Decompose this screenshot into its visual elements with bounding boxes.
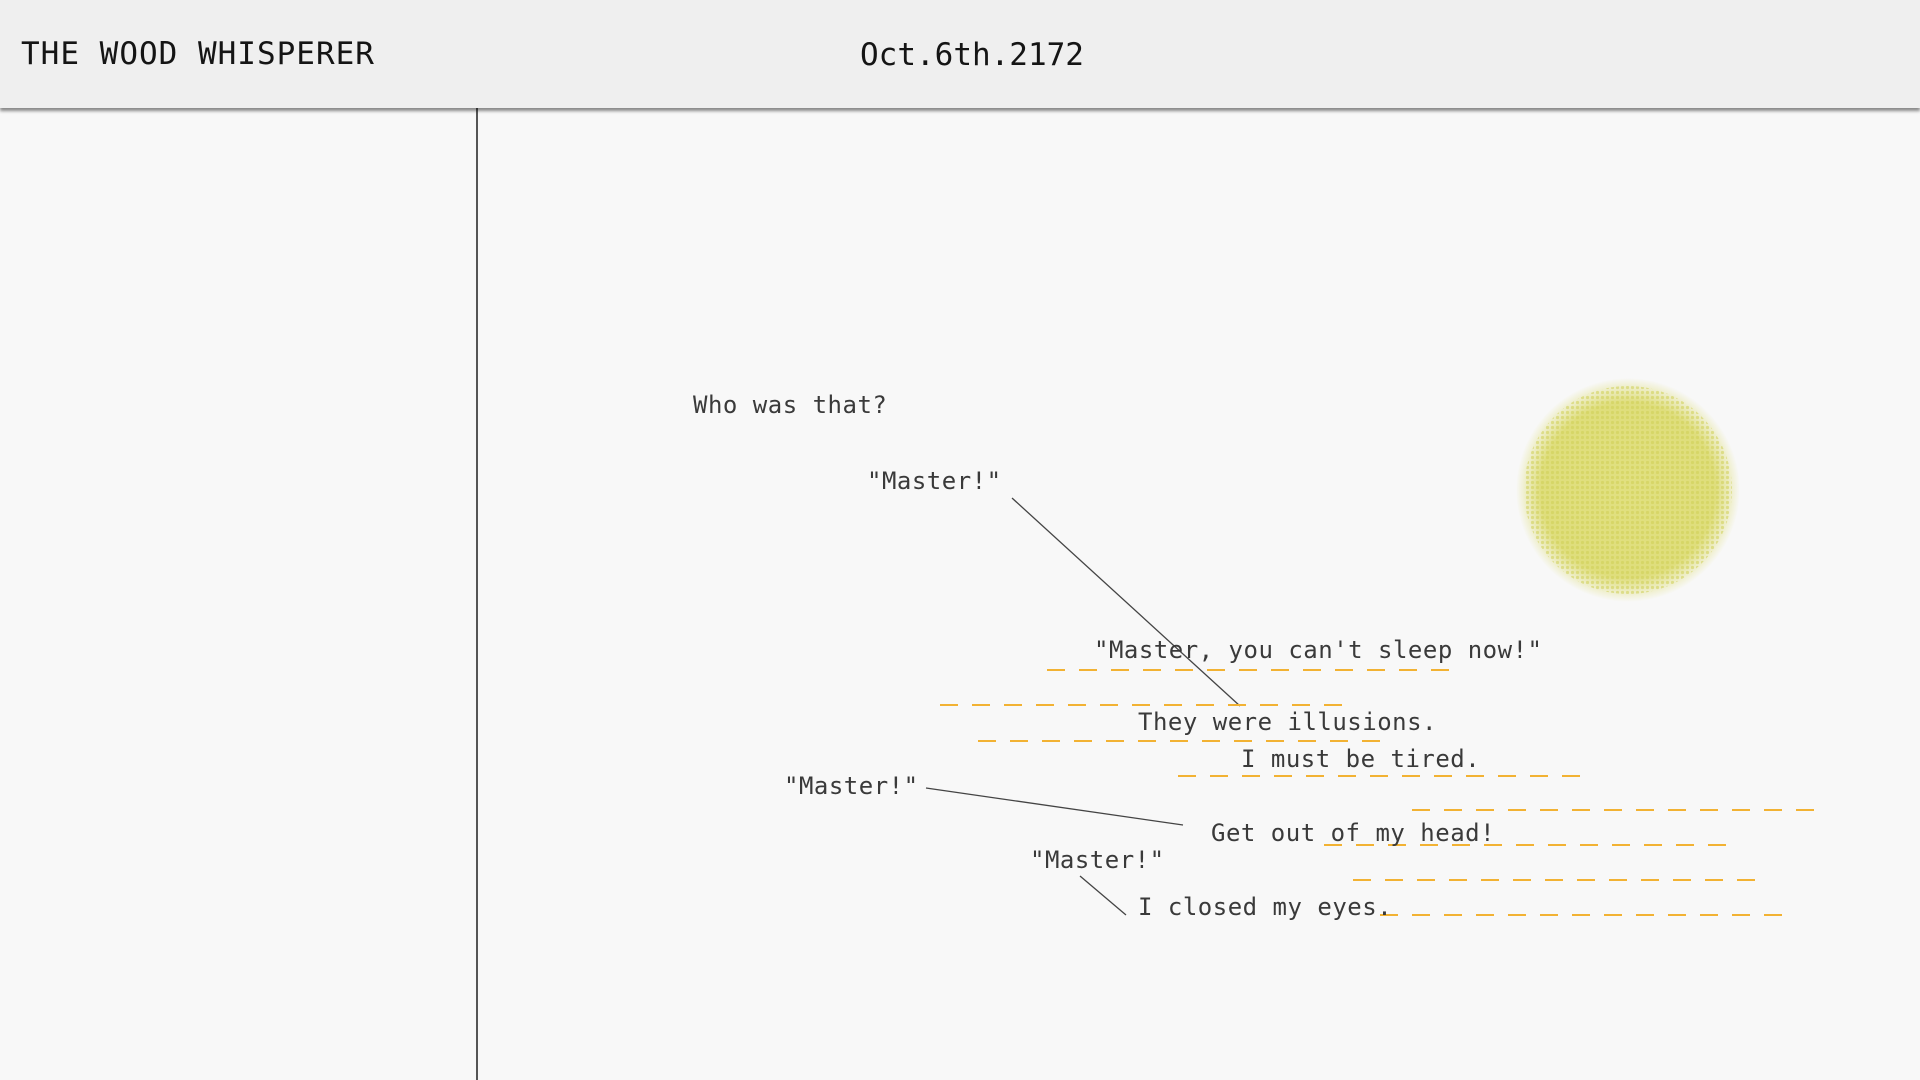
text-master-2: "Master!" [784, 772, 919, 800]
text-master-3: "Master!" [1030, 846, 1165, 874]
text-cant-sleep: "Master, you can't sleep now!" [1094, 636, 1543, 664]
text-tired: I must be tired. [1241, 745, 1481, 773]
app-title: THE WOOD WHISPERER [21, 36, 375, 72]
text-closed-eyes: I closed my eyes. [1138, 893, 1393, 921]
date-label: Oct.6th.2172 [860, 37, 1084, 73]
sidebar-panel [0, 108, 478, 1080]
header-bar: THE WOOD WHISPERER Oct.6th.2172 [0, 0, 1920, 108]
text-master-1: "Master!" [867, 467, 1002, 495]
text-who-was-that: Who was that? [693, 391, 888, 419]
text-illusions: They were illusions. [1138, 708, 1437, 736]
story-canvas [480, 108, 1920, 1080]
text-get-out: Get out of my head! [1211, 819, 1496, 847]
